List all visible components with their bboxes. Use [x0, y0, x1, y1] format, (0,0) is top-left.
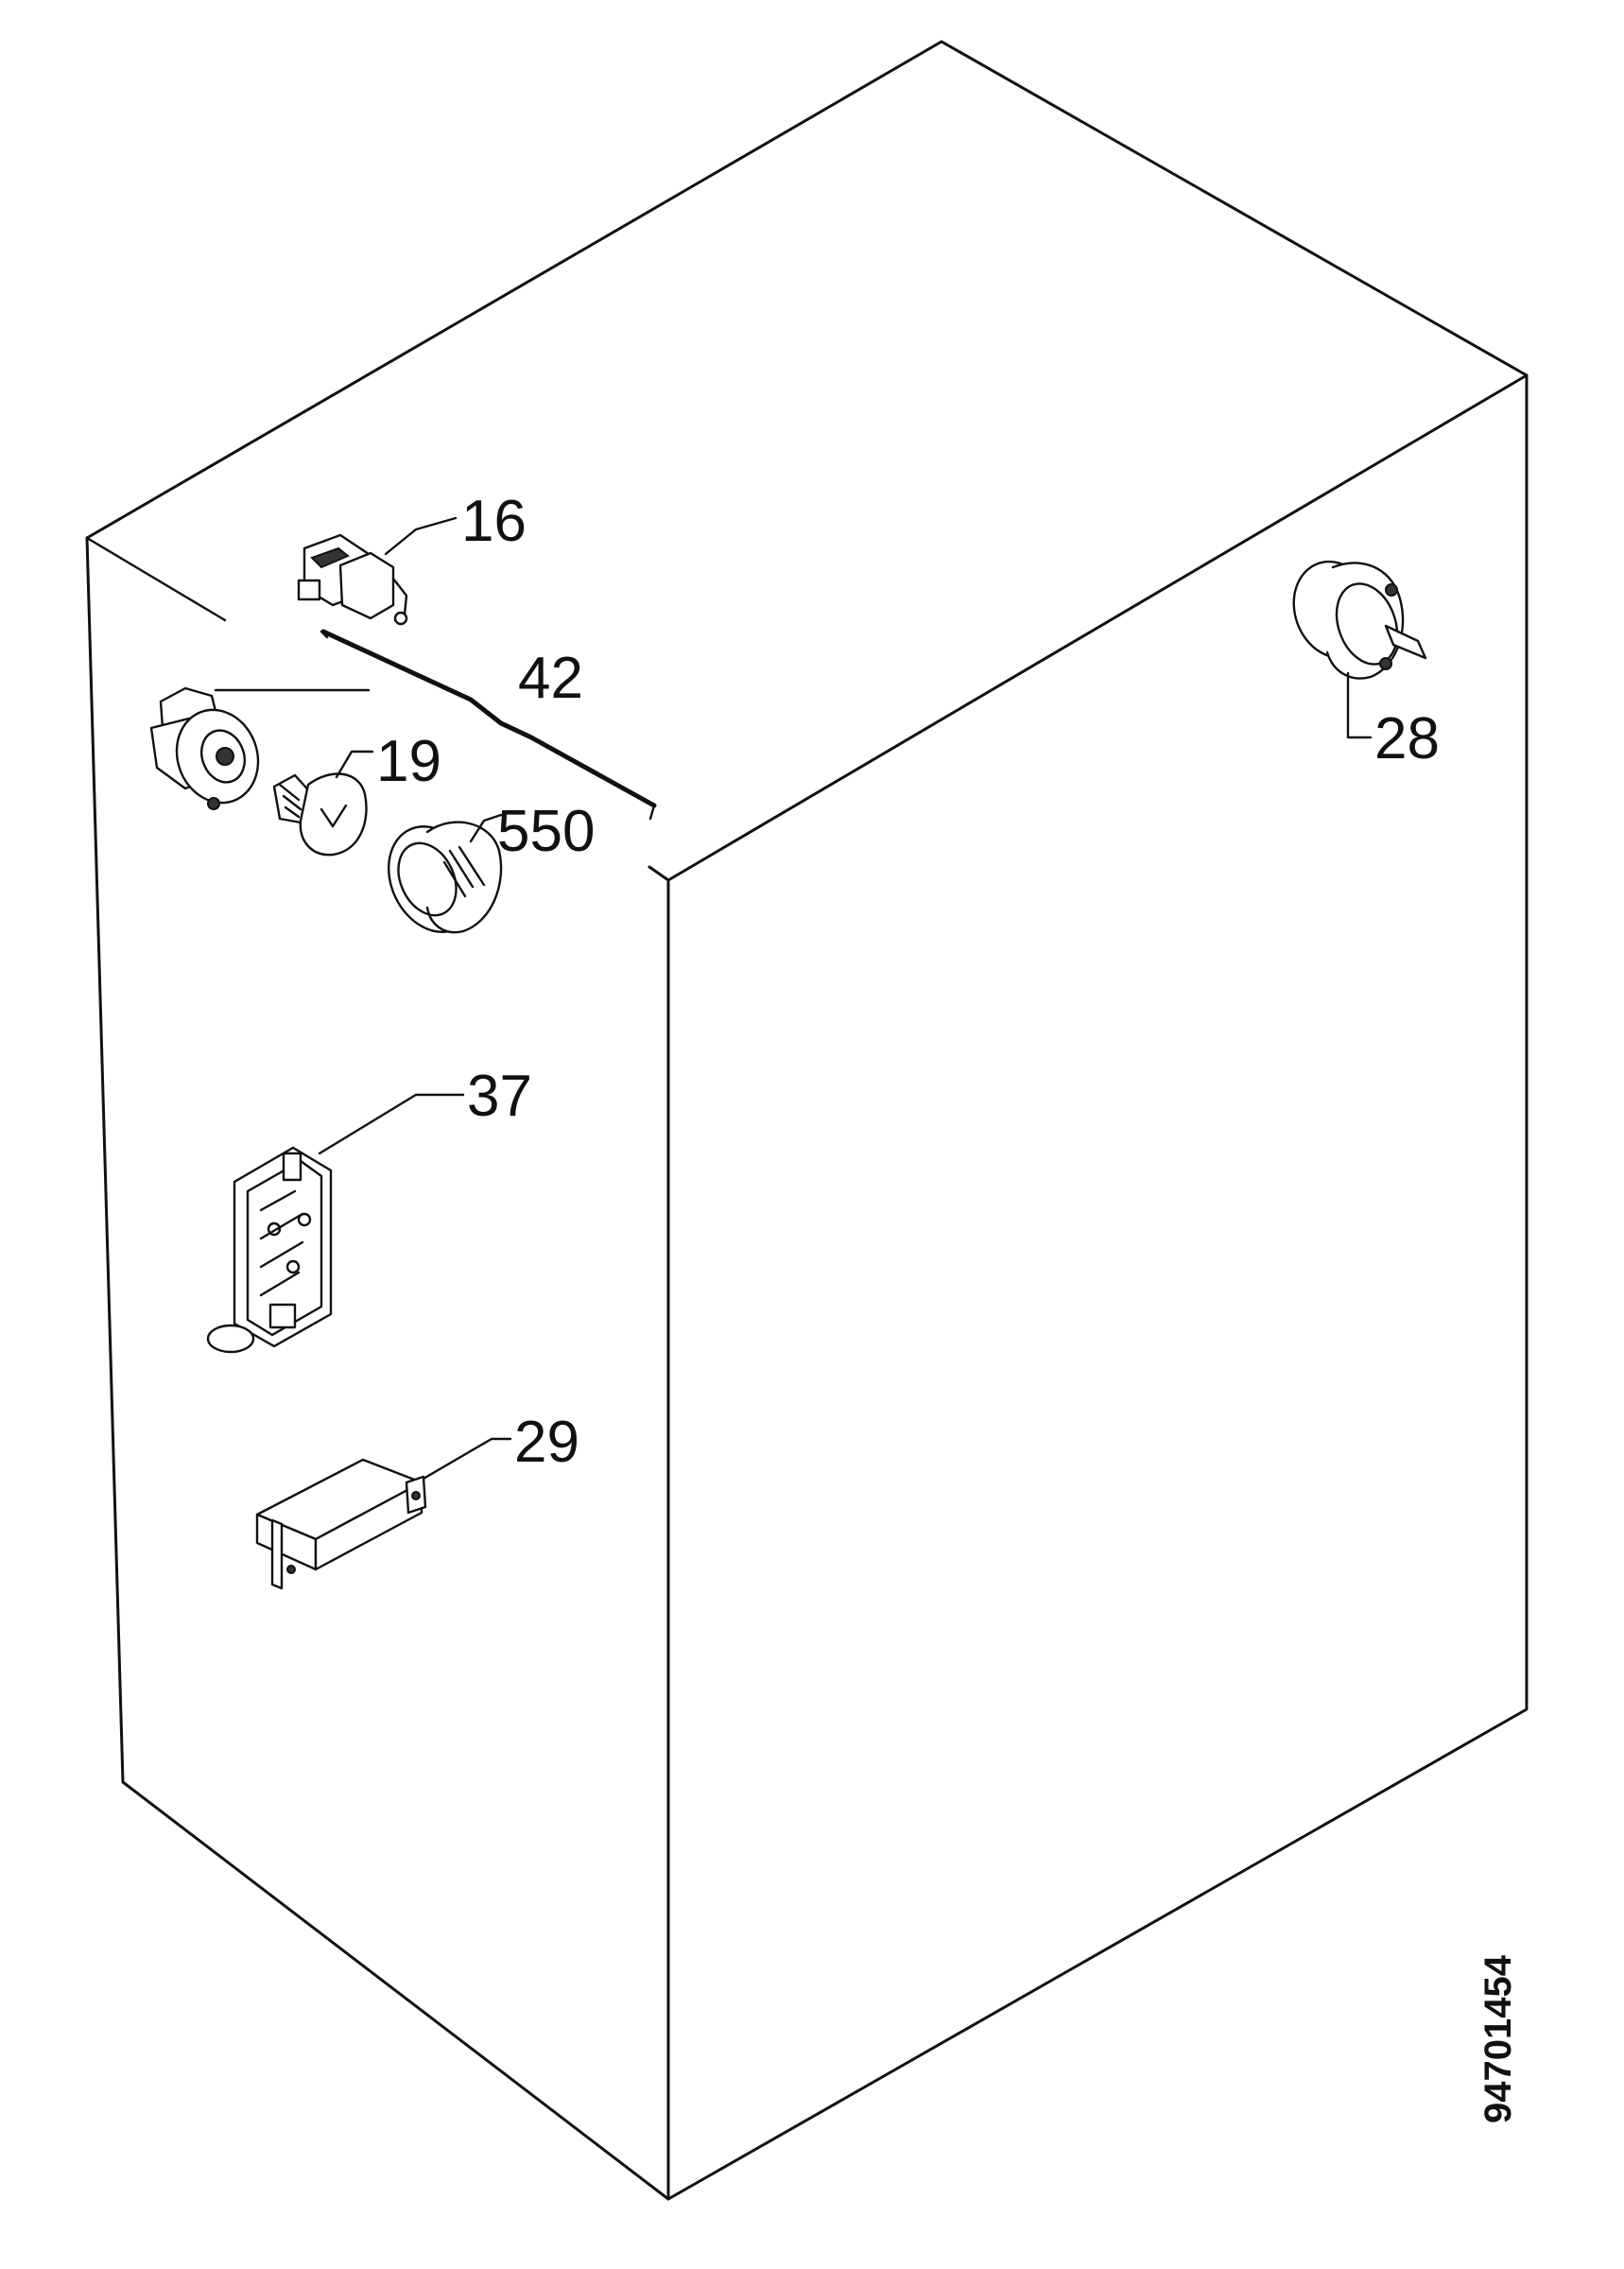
label-28: 28 [1374, 706, 1440, 771]
part-28-rotary-switch[interactable] [1281, 550, 1427, 739]
drawing-number: 94701454 [1477, 1954, 1519, 2123]
callout-labels: 16 42 19 550 28 37 29 [376, 489, 1440, 1475]
label-37: 37 [467, 1064, 532, 1129]
label-550: 550 [497, 799, 595, 864]
part-42-wiring-harness[interactable] [320, 629, 657, 821]
lamp-holder[interactable] [149, 686, 271, 814]
label-42: 42 [518, 646, 583, 711]
part-29-bracket[interactable] [255, 1437, 512, 1590]
part-16-switch[interactable] [297, 516, 458, 626]
label-29: 29 [514, 1410, 579, 1475]
label-19: 19 [376, 729, 441, 794]
part-37-module[interactable] [206, 1093, 465, 1354]
label-16: 16 [461, 489, 527, 554]
part-19-lamp-bulb[interactable] [272, 750, 374, 857]
cabinet-outline [85, 40, 1529, 2201]
part-550-knob[interactable] [372, 812, 503, 946]
